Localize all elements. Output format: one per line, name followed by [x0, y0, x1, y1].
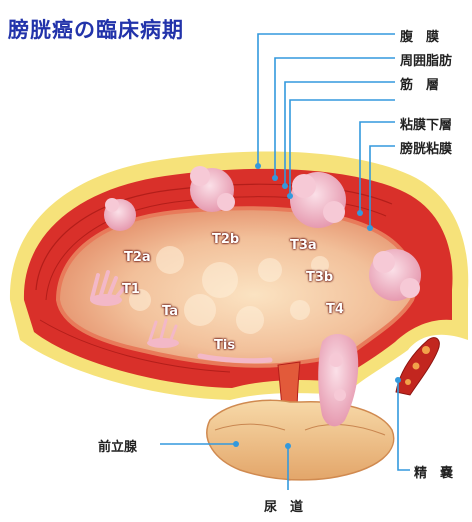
tumor-t3a — [290, 172, 346, 228]
label-urethra: 尿 道 — [264, 496, 303, 515]
label-seminal-vesicle: 精 嚢 — [414, 462, 453, 481]
label-muscle: 筋 層 — [400, 74, 439, 93]
prostate-gland — [207, 400, 394, 480]
label-mucosa: 膀胱粘膜 — [400, 138, 452, 157]
stage-t1: T1 — [122, 282, 140, 297]
diagram-title: 膀胱癌の臨床病期 — [8, 14, 184, 44]
label-submucosa: 粘膜下層 — [400, 114, 452, 133]
stage-t2b: T2b — [212, 232, 239, 247]
stage-t2a: T2a — [124, 250, 151, 265]
stage-t3b: T3b — [306, 270, 333, 285]
stage-t4: T4 — [326, 302, 344, 317]
stage-tis: Tis — [214, 338, 235, 353]
stage-ta: Ta — [162, 304, 178, 319]
label-prostate: 前立腺 — [98, 436, 137, 455]
label-perivesical-fat: 周囲脂肪 — [400, 50, 452, 69]
label-serosa: 腹 膜 — [400, 26, 439, 45]
tumor-t3b — [369, 249, 421, 301]
stage-t3a: T3a — [290, 238, 317, 253]
